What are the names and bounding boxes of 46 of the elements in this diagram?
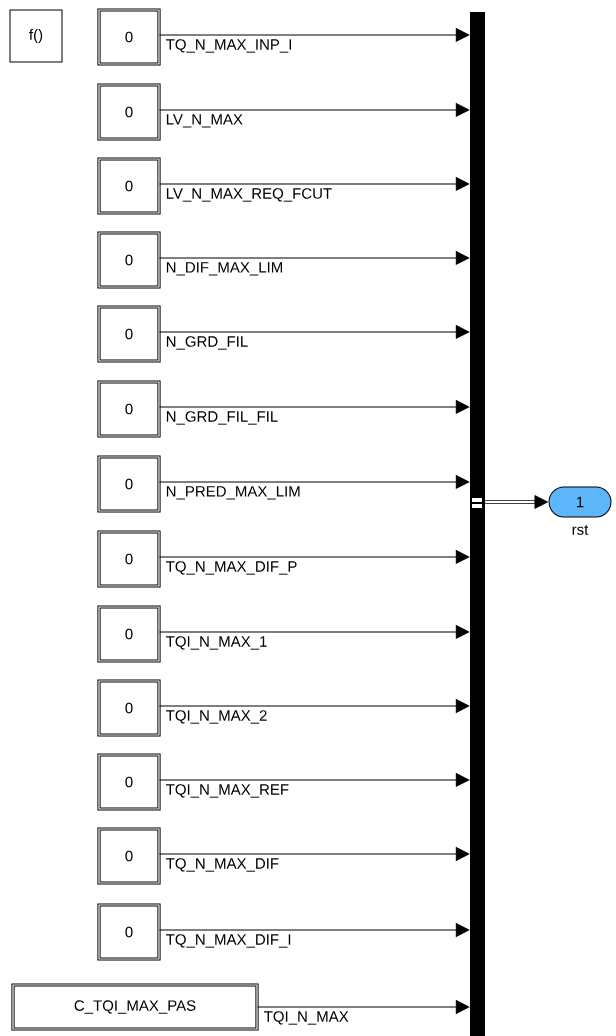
function-block: f() — [9, 9, 63, 63]
signal-label: LV_N_MAX — [164, 113, 244, 129]
signal-label: TQI_N_MAX_1 — [164, 635, 269, 651]
signal-label: N_DIF_MAX_LIM — [164, 261, 285, 277]
signal-label: N_GRD_FIL — [164, 335, 250, 351]
constant-block: C_TQI_MAX_PAS — [11, 983, 259, 1031]
arrow — [159, 699, 470, 713]
arrow — [485, 495, 548, 509]
arrow — [159, 28, 470, 42]
signal-label: N_PRED_MAX_LIM — [164, 485, 302, 501]
signal-label: TQ_N_MAX_DIF_P — [164, 560, 299, 576]
constant-block: 0 — [97, 903, 161, 961]
constant-block: 0 — [97, 231, 161, 289]
constant-block: 0 — [97, 530, 161, 588]
arrow — [159, 475, 470, 489]
outport-block: 1 — [548, 486, 612, 518]
signal-label: N_GRD_FIL_FIL — [164, 410, 280, 426]
arrow — [257, 1000, 470, 1014]
arrow — [159, 625, 470, 639]
constant-block: 0 — [97, 380, 161, 438]
signal-label: TQI_N_MAX_REF — [164, 783, 291, 799]
arrow — [159, 103, 470, 117]
arrow — [159, 177, 470, 191]
constant-block: 0 — [97, 8, 161, 66]
constant-block: 0 — [97, 83, 161, 141]
constant-block: 0 — [97, 157, 161, 215]
arrow — [159, 400, 470, 414]
arrow — [159, 251, 470, 265]
port-label: rst — [572, 525, 589, 535]
signal-label: TQ_N_MAX_DIF — [164, 857, 281, 873]
arrow — [159, 550, 470, 564]
arrow — [159, 847, 470, 861]
arrow — [159, 923, 470, 937]
signal-label: TQI_N_MAX_2 — [164, 709, 269, 725]
signal-label: TQI_N_MAX — [262, 1010, 350, 1026]
constant-block: 0 — [97, 679, 161, 737]
constant-block: 0 — [97, 305, 161, 363]
arrow — [159, 773, 470, 787]
constant-block: 0 — [97, 605, 161, 663]
constant-block: 0 — [97, 455, 161, 513]
signal-label: TQ_N_MAX_DIF_I — [164, 933, 293, 949]
constant-block: 0 — [97, 753, 161, 811]
constant-block: 0 — [97, 827, 161, 885]
signal-label: LV_N_MAX_REQ_FCUT — [164, 187, 334, 203]
signal-label: TQ_N_MAX_INP_I — [164, 38, 294, 54]
arrow — [159, 325, 470, 339]
